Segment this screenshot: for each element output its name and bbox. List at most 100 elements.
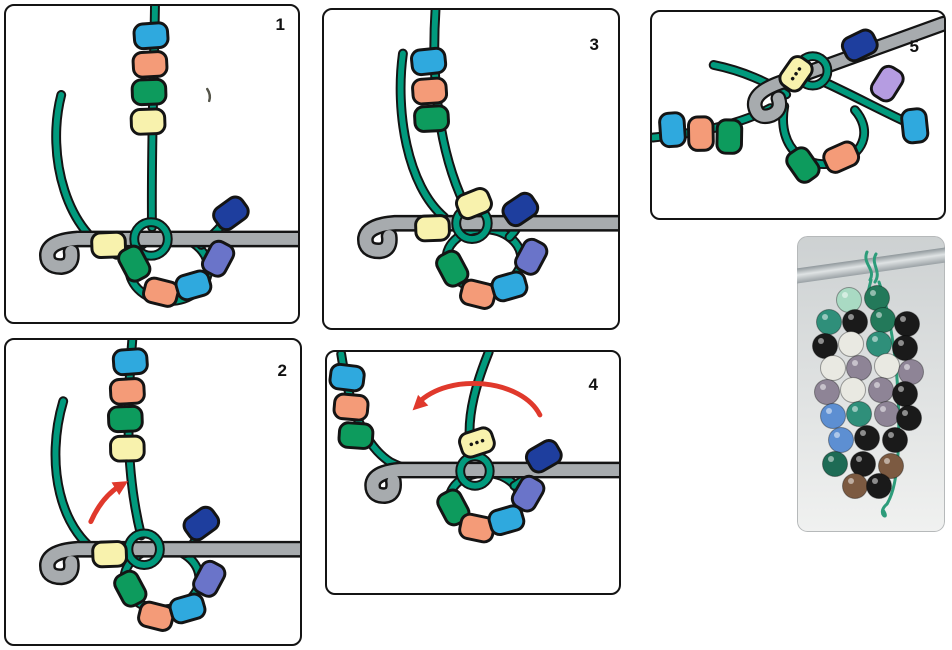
bead-cyan — [328, 362, 366, 393]
crochet-hook — [39, 230, 298, 275]
bead-green — [107, 404, 144, 434]
bead-green — [337, 421, 375, 450]
bead-navy — [524, 439, 563, 474]
photo-bead — [866, 331, 892, 357]
step-number: 1 — [275, 15, 285, 34]
photo-bead — [850, 451, 876, 477]
bead-yellow — [90, 230, 127, 259]
bead-cyan — [410, 46, 448, 77]
photo-bead — [842, 309, 868, 335]
bead-salmon — [332, 392, 370, 422]
photo-bead — [838, 331, 864, 357]
photo-bead — [842, 473, 868, 499]
step-number: 2 — [277, 361, 287, 380]
bead-salmon — [459, 278, 497, 310]
photo-bead — [854, 425, 880, 451]
step-panel-1: 1 — [4, 4, 300, 324]
bead-purple — [510, 474, 546, 513]
yarn-tail — [50, 396, 114, 565]
bead-salmon — [822, 140, 861, 174]
photo-bead — [840, 377, 866, 403]
step-number: 3 — [589, 35, 599, 54]
step-panel-3: 3 — [322, 8, 620, 330]
bead-green — [435, 249, 470, 288]
finished-bead-crochet-photo — [797, 236, 945, 532]
bead-yellow — [91, 540, 128, 569]
bead-navy — [212, 195, 250, 232]
bead-green — [785, 146, 821, 184]
step-5-illustration — [652, 15, 944, 184]
photo-bead — [874, 353, 900, 379]
bead-purple — [514, 237, 549, 276]
step-1-illustration — [39, 6, 298, 308]
photo-bead — [816, 309, 842, 335]
bead-navy — [182, 505, 221, 542]
bead-green — [113, 569, 148, 608]
bead-salmon — [131, 50, 169, 79]
photo-bead — [822, 451, 848, 477]
step-panel-4: 4 — [325, 350, 621, 595]
bead-glints — [818, 290, 910, 484]
photo-bead — [868, 377, 894, 403]
red-arrow — [412, 381, 543, 418]
bead-green — [130, 77, 168, 107]
ink-speck — [206, 87, 212, 103]
bead-purple — [200, 239, 236, 278]
working-loop — [123, 528, 165, 570]
bead-salmon — [687, 115, 715, 152]
photo-bead — [864, 285, 890, 311]
bead-yellow-marked — [778, 55, 814, 93]
step-panel-2: 2 — [4, 338, 302, 646]
bead-salmon — [142, 276, 180, 308]
step-number: 5 — [909, 37, 919, 56]
photo-bead — [846, 355, 872, 381]
bead-purple — [192, 559, 227, 598]
crochet-hook — [357, 214, 618, 260]
bead-navy — [840, 28, 879, 63]
photo-bead — [836, 287, 862, 313]
bead-cyan — [111, 347, 149, 377]
bead-cyan — [174, 269, 213, 302]
photo-bead — [820, 355, 846, 381]
bead-salmon — [411, 76, 449, 106]
photo-image — [797, 236, 945, 532]
bead-green — [715, 118, 744, 155]
bead-cyan — [487, 504, 526, 537]
bead-salmon — [108, 377, 146, 406]
photo-bead — [866, 473, 892, 499]
photo-bead — [870, 307, 896, 333]
photo-bead — [896, 405, 922, 431]
bead-salmon — [137, 600, 175, 632]
hook-shaft — [797, 246, 945, 285]
bead-green — [413, 104, 450, 133]
bead-yellow — [109, 434, 146, 463]
bead-yellow — [414, 214, 451, 243]
crochet-hook — [39, 540, 300, 586]
bead-yellow — [454, 187, 493, 221]
step-2-illustration — [39, 340, 300, 632]
photo-bead — [894, 311, 920, 337]
crochet-hook — [746, 15, 944, 125]
photo-bead — [846, 401, 872, 427]
step-4-illustration — [328, 352, 619, 544]
bead-green — [117, 244, 152, 283]
step-panel-5: 5 — [650, 10, 946, 220]
bead-lavender — [869, 64, 905, 103]
crochet-hook — [364, 461, 619, 504]
photo-bead — [898, 359, 924, 385]
photo-bead — [874, 401, 900, 427]
photo-bead — [892, 381, 918, 407]
bead-yellow — [129, 107, 167, 136]
bead-cyan — [132, 21, 170, 51]
working-loop — [129, 217, 173, 261]
bead-cyan — [658, 111, 687, 149]
photo-bead — [882, 427, 908, 453]
step-3-illustration — [357, 10, 618, 310]
bead-cyan — [168, 592, 207, 625]
photo-bead — [828, 427, 854, 453]
bead-cyan — [490, 270, 529, 303]
photo-bead — [814, 379, 840, 405]
photo-bead — [820, 403, 846, 429]
bead-yellow-marked — [458, 426, 496, 459]
